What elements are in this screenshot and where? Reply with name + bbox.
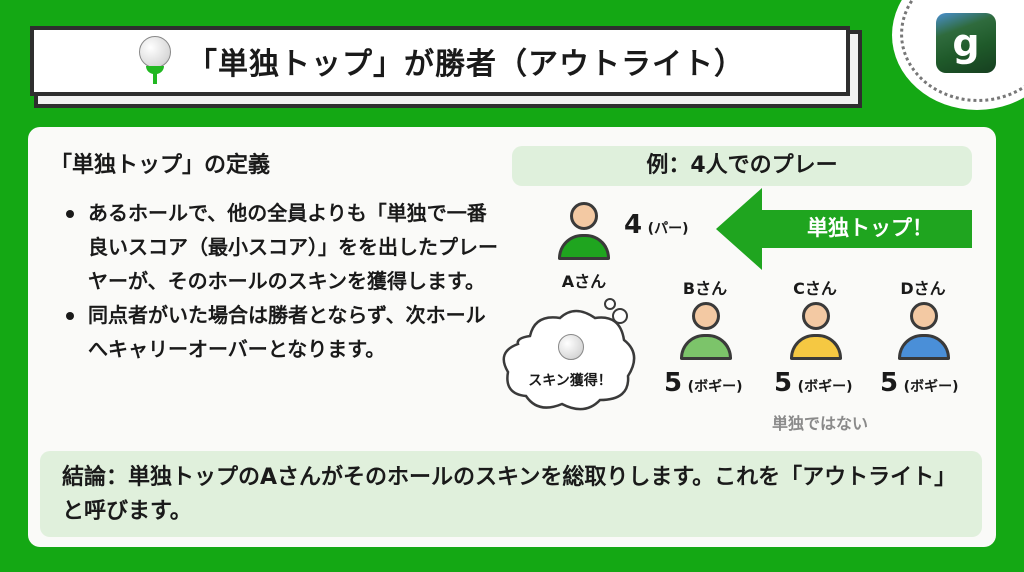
definition-heading: 「単独トップ」の定義: [44, 148, 334, 184]
player-a-score: 4 (パー): [624, 210, 689, 240]
logo-dotted-ring: [900, 0, 1024, 102]
player-b-avatar-icon: [678, 302, 734, 362]
example-heading: 例：4人でのプレー: [512, 146, 972, 186]
page-title: 「単独トップ」が勝者（アウトライト）: [187, 47, 745, 82]
player-c-avatar-icon: [788, 302, 844, 362]
player-d-name: Dさん: [900, 279, 946, 298]
arrow-label: 単独トップ！: [807, 216, 933, 240]
player-d-score: 5 (ボギー): [880, 368, 959, 398]
player-d-avatar-icon: [896, 302, 952, 362]
brand-logo-icon: g: [936, 13, 996, 73]
thought-cloud-icon: [502, 309, 636, 411]
title-banner: 「単独トップ」が勝者（アウトライト）: [30, 26, 850, 96]
player-b-name: Bさん: [682, 279, 728, 298]
thought-bubble-text: スキン獲得！: [528, 373, 612, 389]
player-c-name: Cさん: [793, 279, 837, 298]
player-b-score: 5 (ボギー): [664, 368, 743, 398]
logo-letter: g: [952, 21, 980, 65]
thought-bubble-dot: [604, 298, 616, 310]
player-a-avatar-icon: [556, 202, 612, 262]
left-arrow-icon: [716, 188, 972, 270]
not-alone-note: 単独ではない: [771, 414, 868, 433]
definition-bullet: あるホールで、他の全員よりも「単独で一番良いスコア（最小スコア）」をを出したプレ…: [62, 196, 502, 298]
golf-ball-icon: [558, 334, 584, 360]
player-c-score: 5 (ボギー): [774, 368, 853, 398]
golf-ball-on-tee-icon: [135, 36, 175, 86]
thought-bubble-dot: [612, 308, 628, 324]
player-a-name: Aさん: [561, 272, 607, 291]
definition-bullet: 同点者がいた場合は勝者とならず、次ホールへキャリーオーバーとなります。: [62, 298, 502, 366]
conclusion-box: 結論：単独トップのAさんがそのホールのスキンを総取りします。これを「アウトライト…: [40, 451, 982, 537]
definition-list: あるホールで、他の全員よりも「単独で一番良いスコア（最小スコア）」をを出したプレ…: [62, 196, 502, 366]
